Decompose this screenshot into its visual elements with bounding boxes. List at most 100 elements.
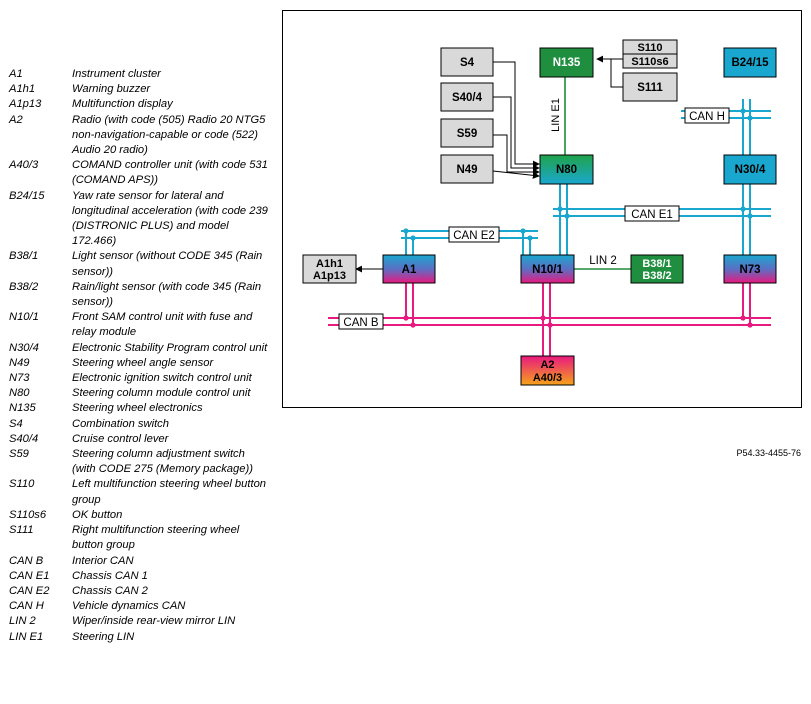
legend-description: Steering wheel angle sensor bbox=[72, 356, 214, 369]
legend-code: N10/1 bbox=[9, 311, 39, 324]
legend-code: S40/4 bbox=[9, 432, 39, 445]
svg-text:S40/4: S40/4 bbox=[452, 92, 483, 104]
legend-code: A2 bbox=[9, 113, 23, 126]
svg-text:N73: N73 bbox=[739, 264, 760, 276]
legend-code: A1h1 bbox=[9, 83, 36, 96]
can-e1-label: CAN E1 bbox=[624, 205, 680, 222]
legend-description: Chassis CAN 1 bbox=[72, 569, 148, 582]
legend-description: Cruise control lever bbox=[72, 432, 169, 445]
can-stubs bbox=[405, 99, 751, 255]
legend-description: Instrument cluster bbox=[72, 68, 161, 80]
svg-text:N80: N80 bbox=[556, 164, 577, 176]
legend-code: B38/1 bbox=[9, 250, 39, 263]
svg-text:S59: S59 bbox=[457, 128, 477, 140]
legend-row: S110 Left multifunction steering wheel bu… bbox=[9, 477, 271, 507]
legend-code: A1 bbox=[9, 68, 23, 80]
node-s110: S110 bbox=[622, 39, 678, 55]
can-e2-text: CAN E2 bbox=[453, 230, 495, 242]
svg-text:S110s6: S110s6 bbox=[631, 56, 668, 68]
legend-description: Warning buzzer bbox=[72, 83, 151, 96]
legend-row: A2 Radio (with code (505) Radio 20 NTG5 n… bbox=[9, 113, 271, 159]
node-a2-a40-3: A2 A40/3 bbox=[520, 355, 575, 386]
can-b-label: CAN B bbox=[338, 313, 384, 330]
legend-description: Multifunction display bbox=[72, 98, 173, 111]
legend-row: LIN E1 Steering LIN bbox=[9, 630, 271, 645]
legend-code: CAN E2 bbox=[9, 584, 50, 597]
legend-code: S59 bbox=[9, 448, 29, 461]
svg-text:B24/15: B24/15 bbox=[731, 57, 769, 69]
legend-code: S110s6 bbox=[9, 508, 47, 521]
svg-text:N30/4: N30/4 bbox=[735, 164, 766, 176]
legend-code: S110 bbox=[9, 478, 35, 491]
can-h-text: CAN H bbox=[689, 111, 725, 123]
legend-description: Steering LIN bbox=[72, 630, 135, 643]
svg-text:N10/1: N10/1 bbox=[532, 264, 563, 276]
legend-row: CAN H Vehicle dynamics CAN bbox=[9, 599, 271, 614]
legend-row: B38/2 Rain/light sensor (with code 345 (R… bbox=[9, 280, 271, 310]
legend-description: Rain/light sensor (with code 345 (Rain s… bbox=[72, 280, 262, 309]
node-n30-4: N30/4 bbox=[723, 154, 777, 185]
node-a1h1-a1p13: A1h1 A1p13 bbox=[302, 254, 357, 284]
svg-text:B38/2: B38/2 bbox=[642, 270, 671, 282]
svg-text:S110: S110 bbox=[637, 42, 662, 54]
svg-text:A1h1: A1h1 bbox=[316, 258, 343, 270]
node-a1: A1 bbox=[382, 254, 436, 284]
legend-row: CAN B Interior CAN bbox=[9, 554, 271, 569]
legend-description: Chassis CAN 2 bbox=[72, 584, 148, 597]
node-n10-1: N10/1 bbox=[520, 254, 575, 284]
node-n135: N135 bbox=[539, 47, 594, 78]
legend-code: B24/15 bbox=[9, 189, 45, 202]
legend-code: CAN H bbox=[9, 600, 44, 613]
node-s4: S4 bbox=[440, 47, 494, 77]
legend-description: Steering column adjustment switch (with … bbox=[72, 448, 253, 476]
legend-row: A1h1 Warning buzzer bbox=[9, 82, 271, 97]
legend-description: Interior CAN bbox=[72, 554, 134, 567]
legend-description: Vehicle dynamics CAN bbox=[72, 600, 186, 613]
svg-text:B38/1: B38/1 bbox=[642, 258, 671, 270]
legend-row: N10/1 Front SAM control unit with fuse an… bbox=[9, 310, 271, 340]
legend-description: Left multifunction steering wheel button… bbox=[72, 478, 267, 506]
svg-text:N135: N135 bbox=[553, 57, 581, 69]
lin-2-label: LIN 2 bbox=[589, 255, 617, 267]
legend-description: Radio (with code (505) Radio 20 NTG5 non… bbox=[72, 113, 266, 157]
node-n80: N80 bbox=[539, 154, 594, 185]
legend-row: N49 Steering wheel angle sensor bbox=[9, 356, 271, 371]
legend-description: Right multifunction steering wheel butto… bbox=[72, 524, 240, 552]
legend-code: N49 bbox=[9, 356, 30, 369]
node-s40-4: S40/4 bbox=[440, 82, 494, 112]
can-junction-dots bbox=[403, 108, 753, 241]
legend-code: A40/3 bbox=[9, 159, 39, 172]
legend-description: Front SAM control unit with fuse and rel… bbox=[72, 311, 253, 339]
node-s111: S111 bbox=[622, 72, 678, 102]
legend-code: LIN E1 bbox=[9, 630, 44, 643]
can-e2-label: CAN E2 bbox=[448, 226, 500, 243]
legend-code: CAN B bbox=[9, 554, 44, 567]
legend-description: COMAND controller unit (with code 531 (C… bbox=[72, 159, 268, 187]
lin-e1-label: LIN E1 bbox=[550, 98, 562, 132]
svg-text:A40/3: A40/3 bbox=[533, 372, 562, 384]
svg-text:S111: S111 bbox=[637, 82, 663, 94]
lin-lines bbox=[564, 77, 631, 270]
legend-description: Steering column module control unit bbox=[72, 387, 251, 400]
svg-text:A2: A2 bbox=[540, 359, 554, 371]
network-diagram: CAN H CAN E1 CAN E2 CAN B LIN 2 LIN E1 S… bbox=[282, 10, 802, 408]
legend-code: N30/4 bbox=[9, 341, 39, 354]
legend-code: N80 bbox=[9, 387, 30, 400]
can-b-bus bbox=[328, 283, 771, 356]
legend-row: A1 Instrument cluster bbox=[9, 67, 271, 82]
svg-text:A1: A1 bbox=[402, 264, 417, 276]
svg-text:S4: S4 bbox=[460, 57, 475, 69]
can-h-label: CAN H bbox=[684, 107, 730, 124]
legend-code: B38/2 bbox=[9, 280, 39, 293]
